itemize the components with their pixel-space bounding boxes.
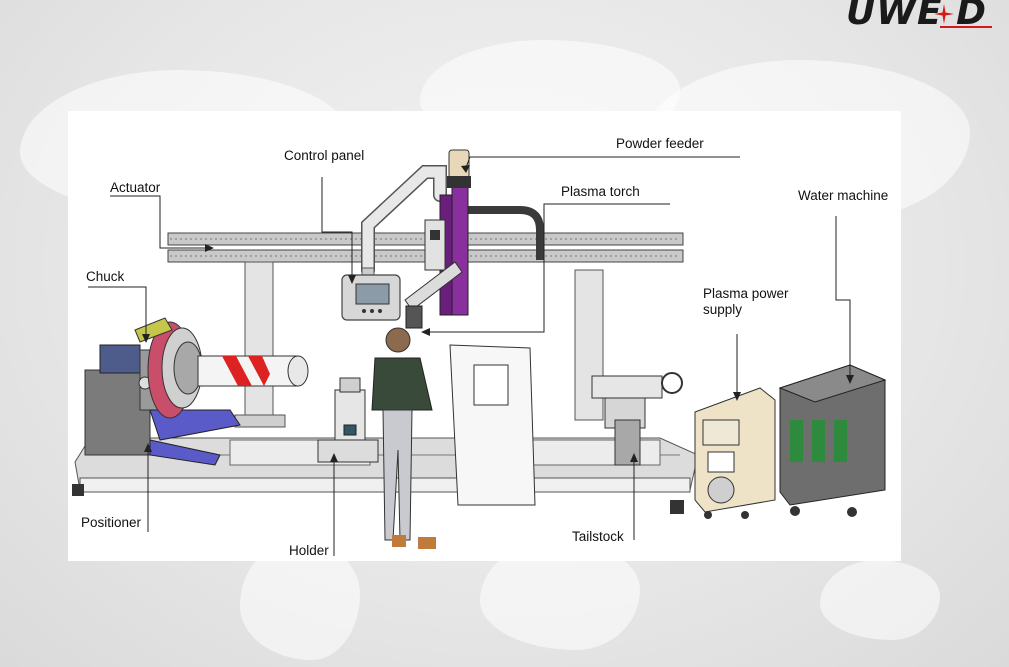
label-tailstock: Tailstock	[572, 529, 624, 544]
brand-logo: UWE D	[846, 0, 996, 34]
label-plasma-power-supply-line2: supply	[703, 302, 743, 317]
label-holder: Holder	[289, 543, 329, 558]
operator-figure	[371, 327, 436, 549]
label-positioner: Positioner	[81, 515, 142, 530]
label-powder-feeder: Powder feeder	[616, 136, 704, 151]
plasma-power-supply	[694, 387, 776, 519]
control-arm	[361, 165, 447, 279]
leader-actuator	[110, 195, 205, 249]
label-plasma-torch: Plasma torch	[561, 184, 640, 199]
tailstock	[591, 372, 683, 466]
control-panel-box	[341, 274, 401, 321]
leader-plasma-torch	[430, 203, 670, 333]
door-panel	[449, 344, 536, 506]
label-actuator: Actuator	[110, 180, 161, 195]
water-machine	[778, 364, 887, 517]
hose	[458, 206, 544, 260]
leader-arrows	[142, 165, 854, 462]
label-chuck: Chuck	[86, 269, 125, 284]
label-water-machine: Water machine	[798, 188, 889, 203]
powder-feeder	[447, 149, 471, 188]
leader-control-panel	[321, 177, 353, 275]
world-map-australia	[820, 560, 940, 640]
label-plasma-power-supply-line1: Plasma power	[703, 286, 789, 301]
holder-stand	[317, 377, 379, 463]
logo-underline	[940, 26, 992, 28]
workpiece-pipe	[197, 355, 309, 387]
leader-powder-feeder	[464, 156, 740, 171]
label-control-panel: Control panel	[284, 148, 365, 163]
leader-water-machine	[835, 216, 851, 375]
spark-icon	[934, 4, 954, 24]
leader-chuck	[88, 286, 147, 334]
torch-carriage	[404, 184, 469, 329]
